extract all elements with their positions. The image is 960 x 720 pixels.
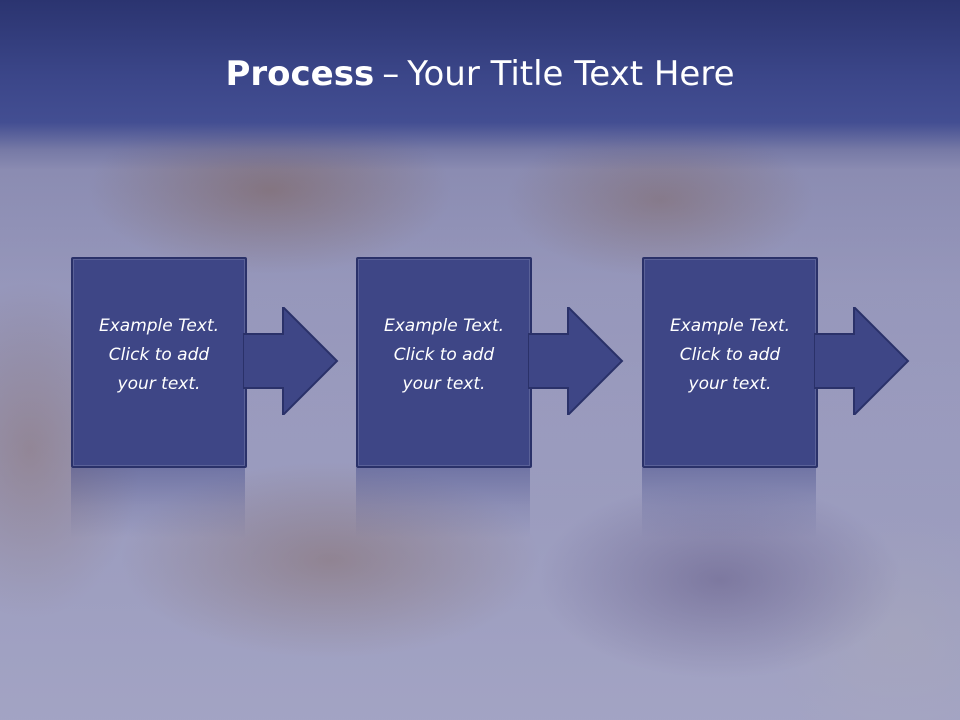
- step-text: Example Text. Click to add your text.: [383, 316, 505, 394]
- right-arrow-icon: [243, 307, 339, 415]
- slide-title[interactable]: Process–Your Title Text Here: [0, 52, 960, 96]
- step-text-box[interactable]: Example Text. Click to add your text.: [71, 257, 247, 468]
- title-separator: –: [382, 54, 400, 94]
- step-text: Example Text. Click to add your text.: [669, 316, 791, 394]
- step-text-box[interactable]: Example Text. Click to add your text.: [356, 257, 532, 468]
- title-bold: Process: [225, 54, 375, 94]
- step-reflection: [356, 468, 530, 538]
- step-text: Example Text. Click to add your text.: [98, 316, 220, 394]
- step-reflection: [642, 468, 816, 538]
- title-band: [0, 0, 960, 170]
- step-text-box[interactable]: Example Text. Click to add your text.: [642, 257, 818, 468]
- step-reflection: [71, 468, 245, 538]
- right-arrow-icon: [528, 307, 624, 415]
- title-rest: Your Title Text Here: [407, 54, 735, 94]
- right-arrow-icon: [814, 307, 910, 415]
